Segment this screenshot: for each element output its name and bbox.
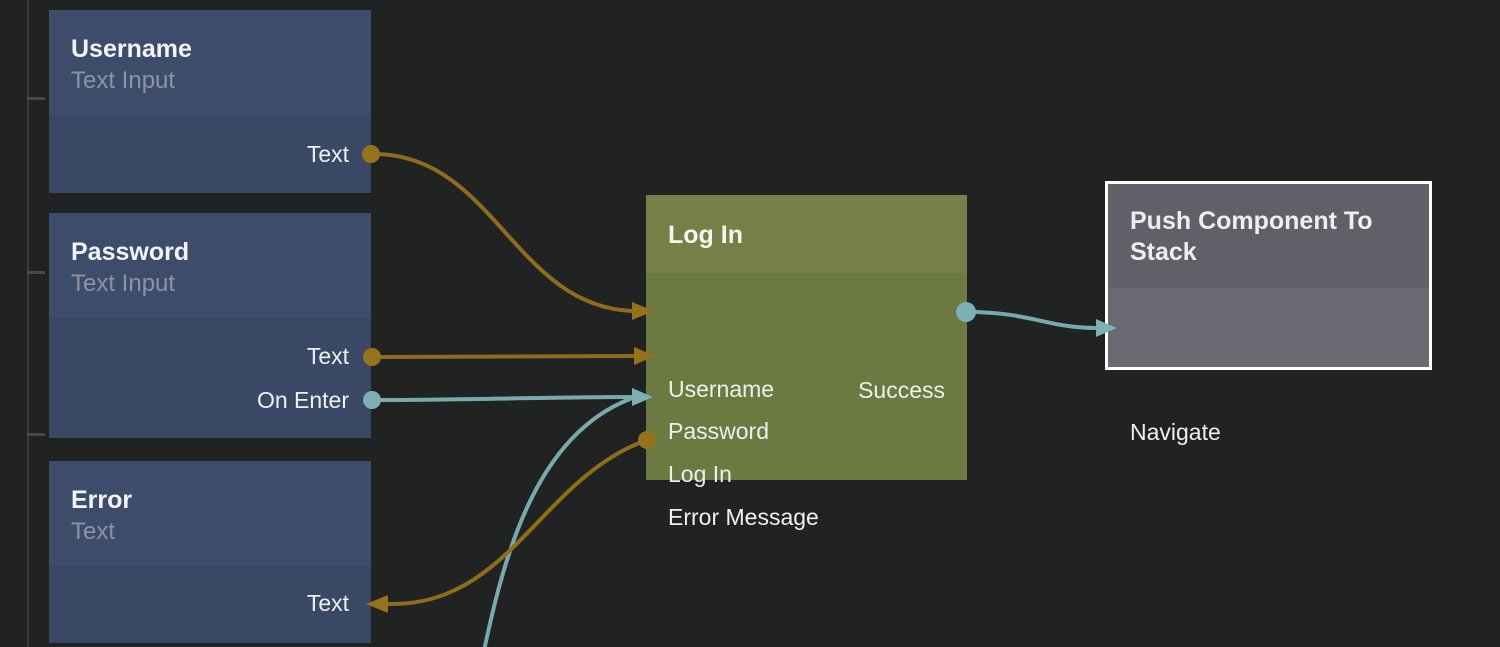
node-header[interactable]: Error Text — [49, 461, 371, 566]
wire-login-success-to-push-navigate[interactable] — [966, 310, 1098, 330]
node-title: Password — [71, 238, 190, 266]
node-header[interactable]: Log In — [646, 195, 967, 273]
port-login-error-message-output[interactable]: Error Message — [668, 504, 819, 530]
node-body: Username Password Log In Error Message S… — [646, 273, 967, 530]
port-push-navigate-input[interactable]: Navigate — [1130, 419, 1221, 445]
wire-password-text-to-login-password[interactable] — [378, 354, 636, 359]
port-login-login-input[interactable]: Log In — [668, 461, 732, 487]
port-error-text-input[interactable]: Text — [306, 590, 349, 616]
node-title: Username — [71, 35, 192, 63]
canvas-rail-tick — [27, 97, 45, 100]
canvas-rail-tick — [27, 271, 45, 274]
node-title: Log In — [668, 221, 743, 249]
port-login-password-input[interactable]: Password — [668, 418, 769, 444]
wire-password-on-enter-to-login-login[interactable] — [378, 395, 634, 402]
node-error-text[interactable]: Error Text Text — [49, 461, 371, 643]
port-username-text-output[interactable]: Text — [306, 141, 349, 167]
node-type-label: Text Input — [71, 67, 176, 94]
node-title: Push Component To Stack — [1130, 207, 1380, 266]
node-type-label: Text Input — [71, 270, 176, 297]
node-header[interactable]: Username Text Input — [49, 10, 371, 115]
port-login-username-input[interactable]: Username — [668, 376, 775, 402]
port-password-on-enter-output[interactable]: On Enter — [256, 387, 349, 413]
canvas-rail-tick — [27, 433, 45, 436]
node-body: Navigate — [1108, 288, 1429, 445]
node-header[interactable]: Push Component To Stack — [1108, 184, 1429, 288]
node-type-label: Text — [71, 518, 116, 545]
node-body: Text On Enter — [49, 318, 371, 438]
node-body: Text — [49, 115, 371, 193]
wire-offscreen-to-login-login[interactable] — [482, 397, 632, 647]
port-login-success-output[interactable]: Success — [858, 377, 945, 403]
node-body: Text — [49, 566, 371, 643]
node-title: Error — [71, 486, 133, 514]
node-password-text-input[interactable]: Password Text Input Text On Enter — [49, 213, 371, 438]
wire-login-error-message-to-error-text[interactable] — [386, 438, 649, 607]
node-username-text-input[interactable]: Username Text Input Text — [49, 10, 371, 193]
canvas-left-rail — [27, 0, 29, 647]
node-header[interactable]: Password Text Input — [49, 213, 371, 318]
node-push-component-to-stack[interactable]: Push Component To Stack Navigate — [1105, 181, 1432, 445]
wire-username-text-to-login-username[interactable] — [376, 152, 634, 313]
port-password-text-output[interactable]: Text — [306, 343, 349, 369]
node-log-in[interactable]: Log In Username Password Log In Error Me… — [646, 195, 967, 530]
